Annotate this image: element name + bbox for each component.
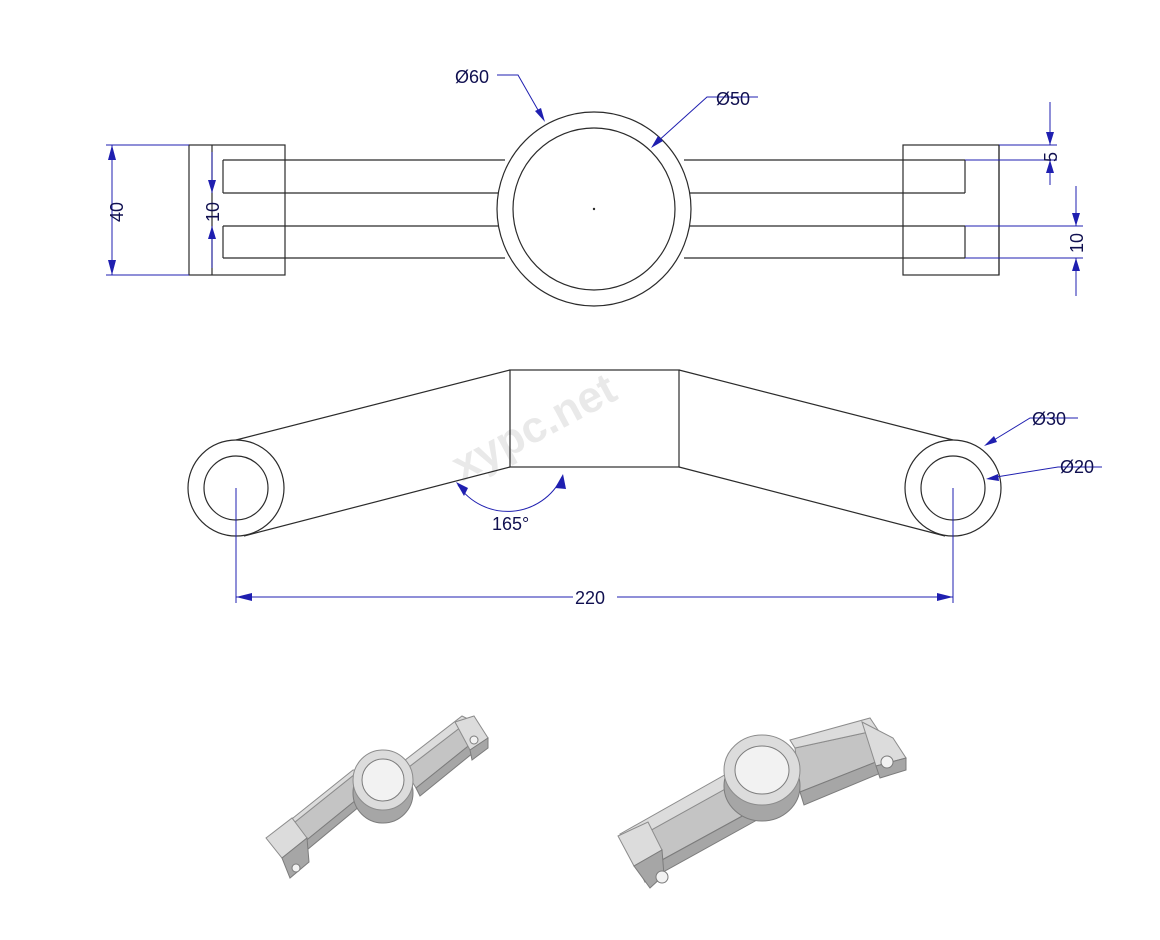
dim-right-gap-top: 5 (965, 102, 1061, 185)
left-end-block (188, 144, 286, 276)
center-distance-label: 220 (575, 588, 605, 608)
left-arm-bars (222, 159, 505, 259)
right-gap-bottom-label: 10 (1067, 233, 1087, 253)
left-gap-label: 10 (203, 202, 223, 222)
dim-angle: 165° (456, 474, 566, 534)
front-hub-block (509, 369, 680, 468)
dim-overall-height: 40 (106, 144, 189, 276)
top-view: Ø60 Ø50 40 10 (106, 67, 1087, 307)
isometric-view-right (617, 717, 907, 889)
dim-boss-inner: Ø20 (986, 457, 1102, 481)
outer-diameter-label: Ø60 (455, 67, 489, 87)
dim-right-gap-bottom: 10 (965, 186, 1087, 296)
dim-boss-outer: Ø30 (984, 409, 1078, 446)
hub-inner-circle (512, 127, 676, 291)
boss-outer-label: Ø30 (1032, 409, 1066, 429)
dim-left-gap: 10 (203, 152, 223, 268)
watermark: xypc.net (444, 364, 625, 491)
right-end-block (902, 144, 1000, 276)
front-view: 165° Ø30 Ø20 220 (187, 369, 1102, 608)
dim-inner-diameter: Ø50 (651, 89, 758, 148)
right-arm-bars (684, 159, 965, 259)
isometric-view-left (265, 715, 489, 879)
overall-height-label: 40 (107, 202, 127, 222)
angle-label: 165° (492, 514, 529, 534)
boss-inner-label: Ø20 (1060, 457, 1094, 477)
dim-outer-diameter: Ø60 (455, 67, 545, 122)
inner-diameter-label: Ø50 (716, 89, 750, 109)
dim-center-distance: 220 (235, 488, 954, 608)
right-gap-top-label: 5 (1041, 152, 1061, 162)
